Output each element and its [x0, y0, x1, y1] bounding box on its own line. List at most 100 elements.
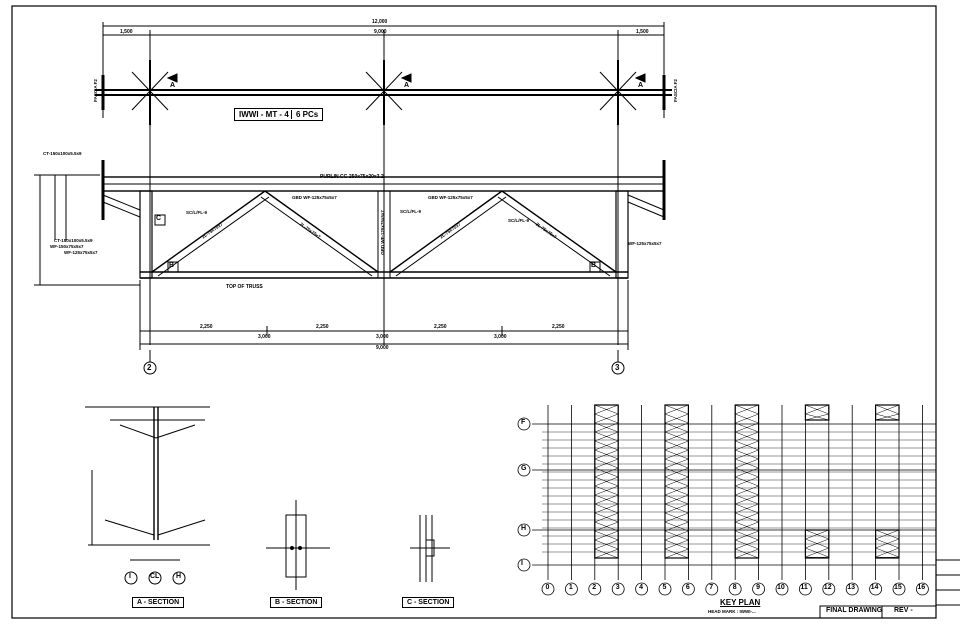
- keyplan-subtitle: HEAD MARK : IWWI-...: [708, 609, 756, 614]
- section-mark: A: [404, 82, 410, 89]
- keyplan-line: [664, 458, 689, 469]
- keyplan-col-bubble: 12: [823, 584, 832, 591]
- keyplan-line: [594, 467, 619, 478]
- keyplan-line: [735, 530, 759, 541]
- grid-bubble-2: 2: [147, 363, 152, 372]
- keyplan-line: [805, 538, 829, 549]
- keyplan-line: [875, 529, 900, 540]
- a-section-drawing: [85, 406, 210, 585]
- keyplan-line: [805, 413, 829, 421]
- keyplan-col-bubble-circle: [588, 582, 602, 596]
- keyplan-line: [875, 413, 900, 421]
- keyplan-line: [735, 548, 759, 559]
- purlin-label: PURLIN CC-250x75x20x3.2: [320, 174, 384, 180]
- keyplan-line: [664, 503, 689, 514]
- keyplan-col-bubble: 14: [870, 584, 879, 591]
- keyplan-col-bubble: 3: [615, 584, 620, 591]
- dim-bottom-total: 9,000: [376, 345, 389, 351]
- keyplan-title: KEY PLAN: [720, 598, 761, 607]
- keyplan-line: [594, 449, 619, 460]
- fascia-right: FASCIA F2: [672, 79, 678, 102]
- member-note: GBD WF-125x75x5x7: [379, 210, 385, 255]
- keyplan-line: [735, 512, 759, 523]
- keyplan-row-bubble-circle: [517, 417, 531, 431]
- keyplan-line: [664, 449, 689, 460]
- keyplan-line: [735, 494, 759, 505]
- keyplan-col-bubble-circle: [892, 582, 906, 596]
- bubble-cl: CL: [150, 573, 160, 580]
- mark-label: IWWI - MT - 4 6 PCs: [234, 108, 324, 121]
- pcs-count: 6 PCs: [291, 110, 319, 119]
- keyplan-line: [664, 521, 689, 532]
- left-note: WF-150x75x5x7: [50, 244, 84, 249]
- section-mark: C: [156, 215, 162, 222]
- keyplan-line: [664, 422, 689, 433]
- dim-sub: 2,250: [316, 324, 329, 330]
- rev-label: REV -: [894, 607, 913, 614]
- keyplan-line: [664, 512, 689, 523]
- keyplan-row-bubble: G: [521, 465, 527, 472]
- keyplan-line: [735, 476, 759, 487]
- dim-bottom-a: 3,000: [258, 334, 271, 340]
- grid-bubble-3: 3: [615, 363, 620, 372]
- keyplan-line: [664, 539, 689, 550]
- keyplan-line: [735, 404, 759, 415]
- keyplan-line: [594, 404, 619, 415]
- keyplan-line: [735, 458, 759, 469]
- keyplan-line: [594, 521, 619, 532]
- dim-bottom-c: 3,000: [494, 334, 507, 340]
- keyplan-line: [875, 547, 900, 558]
- keyplan-line: [664, 440, 689, 451]
- head-mark: IWWI - MT - 4: [239, 110, 289, 119]
- keyplan-col-bubble-circle: [658, 582, 672, 596]
- keyplan-line: [805, 556, 829, 559]
- keyplan-line: [735, 503, 759, 514]
- keyplan-line: [664, 413, 689, 424]
- fascia-left: FASCIA F2: [92, 79, 98, 102]
- member-note: WF-125x75x5x7: [628, 241, 662, 246]
- keyplan-line: [594, 530, 619, 541]
- keyplan-col-bubble-circle: [611, 582, 625, 596]
- c-section-title: C - SECTION: [402, 597, 455, 608]
- keyplan-line: [735, 422, 759, 433]
- keyplan-line: [594, 548, 619, 559]
- dim-sub: 2,250: [200, 324, 213, 330]
- keyplan-line: [594, 440, 619, 451]
- keyplan-line: [735, 440, 759, 451]
- top-of-truss-label: TOP OF TRUSS: [226, 284, 263, 290]
- keyplan-col-bubble: 7: [709, 584, 714, 591]
- keyplan-col-bubble-circle: [752, 582, 765, 596]
- keyplan-line: [594, 485, 619, 496]
- keyplan-col-bubble: 5: [662, 584, 667, 591]
- keyplan-line: [594, 422, 619, 433]
- member-note: SC/L/FL-9: [508, 218, 529, 223]
- keyplan-bay: [594, 404, 619, 559]
- keyplan-line: [875, 538, 900, 549]
- keyplan-bay: [664, 404, 689, 559]
- keyplan-line: [805, 529, 829, 540]
- keyplan-row-bubble: H: [521, 525, 527, 532]
- keyplan-col-bubble: 9: [756, 584, 760, 591]
- keyplan-bay: [734, 404, 760, 559]
- member-note: WF-125x75x5x7: [64, 250, 98, 255]
- keyplan-line: [594, 503, 619, 514]
- status-label: FINAL DRAWING: [826, 607, 883, 614]
- dim-top-left: 1,500: [120, 29, 133, 35]
- elevation-drawing: [34, 22, 672, 375]
- keyplan-col-bubble-circle: [682, 582, 695, 596]
- keyplan-line: [735, 449, 759, 460]
- member-note: SC/L/FL-9: [186, 210, 207, 215]
- keyplan-grid: [517, 404, 936, 596]
- section-mark: A: [638, 82, 644, 89]
- keyplan-line: [594, 476, 619, 487]
- keyplan-col-bubble: 6: [685, 584, 690, 591]
- dim-overall-top: 12,000: [372, 19, 388, 25]
- keyplan-line: [735, 485, 759, 496]
- keyplan-bay: [874, 529, 900, 559]
- keyplan-line: [805, 404, 829, 415]
- left-note: CT-150x100x5.5x9: [54, 238, 93, 243]
- title-block: [12, 559, 960, 619]
- keyplan-col-bubble-circle: [565, 582, 578, 596]
- keyplan-row-bubble: I: [521, 560, 523, 567]
